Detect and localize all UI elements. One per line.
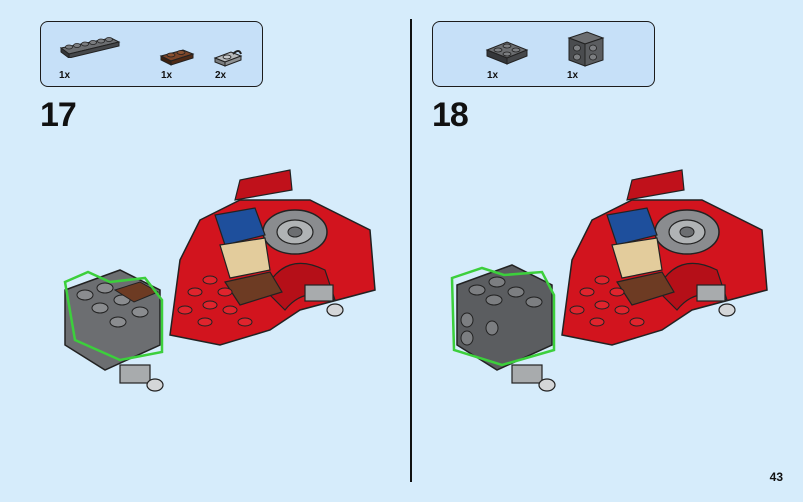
- dark-gray-bracket-icon: [567, 31, 605, 67]
- page-number: 43: [769, 470, 783, 484]
- dark-gray-plate-1x6-icon: [59, 37, 121, 58]
- step-18-panel: 1x 1x 18: [392, 0, 792, 502]
- light-gray-clip-plate-icon: [213, 50, 243, 67]
- part-quantity: 1x: [161, 70, 173, 81]
- brown-plate-1x2-icon: [159, 49, 195, 66]
- parts-callout: 1x 1x 2x: [40, 21, 263, 87]
- vehicle-model-illustration: [450, 169, 768, 392]
- step-divider: [410, 19, 412, 482]
- vehicle-model-illustration: [63, 169, 376, 392]
- part-quantity: 1x: [59, 70, 71, 81]
- part-quantity: 1x: [487, 70, 499, 81]
- step-17-panel: 1x 1x 2x 17: [0, 0, 400, 502]
- parts-callout: 1x 1x: [432, 21, 655, 87]
- part-quantity: 1x: [567, 70, 579, 81]
- part-quantity: 2x: [215, 70, 227, 81]
- dark-gray-plate-2x2-icon: [485, 41, 529, 65]
- step-number: 17: [40, 96, 77, 134]
- step-number: 18: [432, 96, 469, 134]
